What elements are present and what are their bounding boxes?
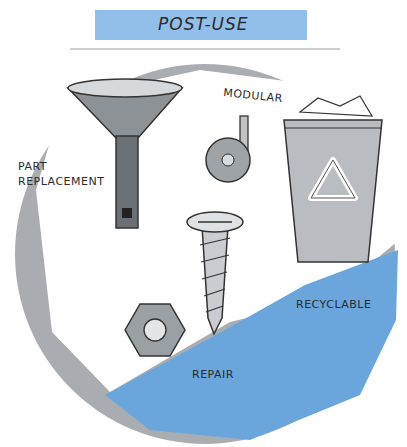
recycle-bin xyxy=(284,96,382,262)
screw xyxy=(187,212,243,334)
caster-wheel xyxy=(206,116,250,182)
title-highlight xyxy=(95,10,307,40)
part-label: PART REPLACEMENT xyxy=(18,160,114,190)
part-label: RECYCLABLE xyxy=(296,298,371,313)
part-label: REPAIR xyxy=(192,368,234,383)
hex-nut xyxy=(125,304,185,356)
title-text: POST-USE xyxy=(158,14,249,34)
funnel-part xyxy=(68,79,182,228)
blue-wash xyxy=(105,250,398,440)
title-rule xyxy=(70,49,340,50)
